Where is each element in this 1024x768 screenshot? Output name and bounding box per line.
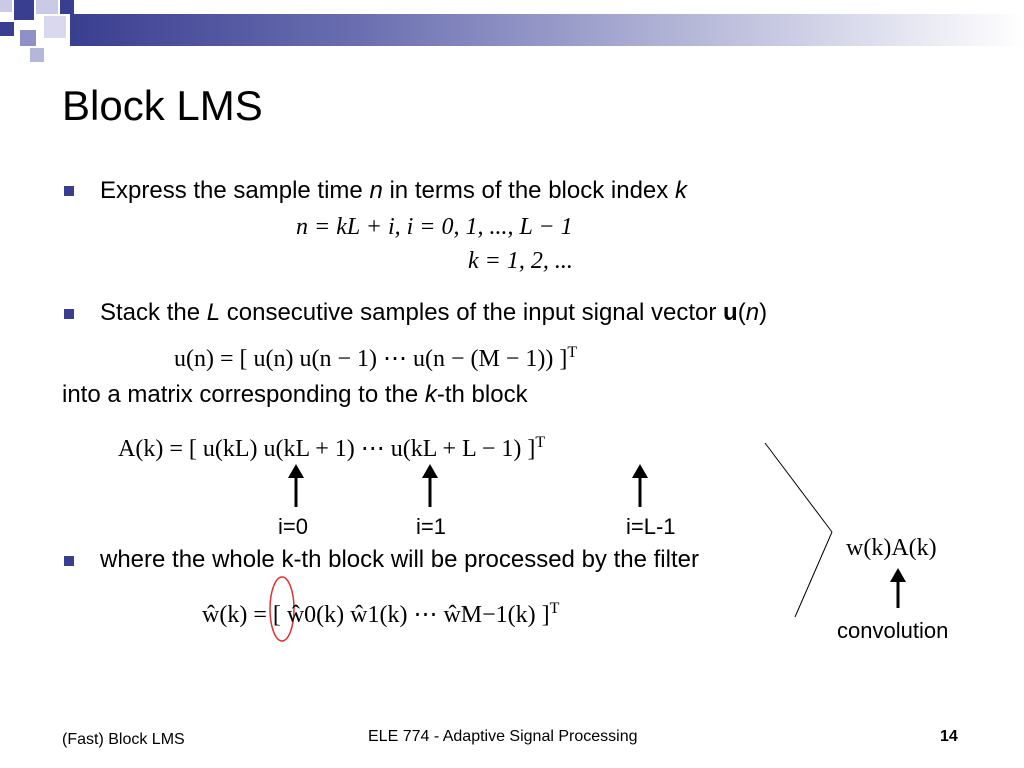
deco-square	[20, 30, 36, 46]
arrow-iL1	[632, 464, 648, 507]
footer-center: ELE 774 - Adaptive Signal Processing	[368, 728, 638, 745]
deco-square	[36, 0, 58, 14]
arrow-convolution	[890, 568, 906, 608]
bullet-text-3: where the whole k-th block will be proce…	[100, 546, 699, 573]
bullet-marker	[64, 309, 74, 319]
index-label-i1: i=1	[416, 514, 446, 539]
header-band	[70, 14, 1024, 46]
equation-weight-vector: ŵ(k) = [ ŵ0(k) ŵ1(k) ⋯ ŵM−1(k) ]T	[202, 600, 560, 628]
bullet-marker	[64, 186, 74, 196]
bullet-marker	[64, 556, 74, 566]
header-decoration	[0, 0, 1024, 70]
deco-square	[0, 0, 12, 12]
equation-input-vector: u(n) = [ u(n) u(n − 1) ⋯ u(n − (M − 1)) …	[174, 344, 578, 372]
footer-left: (Fast) Block LMS	[62, 731, 185, 748]
equation-block-index: k = 1, 2, ...	[468, 248, 573, 274]
deco-square	[30, 48, 44, 62]
deco-square	[44, 16, 66, 38]
convolution-label: convolution	[837, 618, 949, 643]
slide-title: Block LMS	[62, 82, 263, 129]
index-label-iL1: i=L-1	[626, 514, 676, 539]
arrow-i0	[288, 464, 304, 507]
deco-square	[14, 0, 34, 20]
equals-highlight-circle	[269, 576, 295, 642]
brace-lines	[764, 442, 833, 618]
bullet-text-1: Express the sample time n in terms of th…	[100, 177, 687, 204]
equation-block-matrix: A(k) = [ u(kL) u(kL + 1) ⋯ u(kL + L − 1)…	[118, 434, 546, 462]
bullet-text-2: Stack the L consecutive samples of the i…	[100, 299, 768, 326]
arrow-i1	[422, 464, 438, 507]
convolution-expression: w(k)A(k)	[846, 535, 937, 561]
page-number: 14	[940, 728, 958, 745]
index-label-i0: i=0	[278, 514, 308, 539]
deco-square	[0, 22, 14, 36]
equation-sample-time: n = kL + i, i = 0, 1, ..., L − 1	[296, 214, 573, 240]
deco-square	[60, 0, 74, 14]
text-into-matrix: into a matrix corresponding to the k-th …	[62, 381, 528, 408]
